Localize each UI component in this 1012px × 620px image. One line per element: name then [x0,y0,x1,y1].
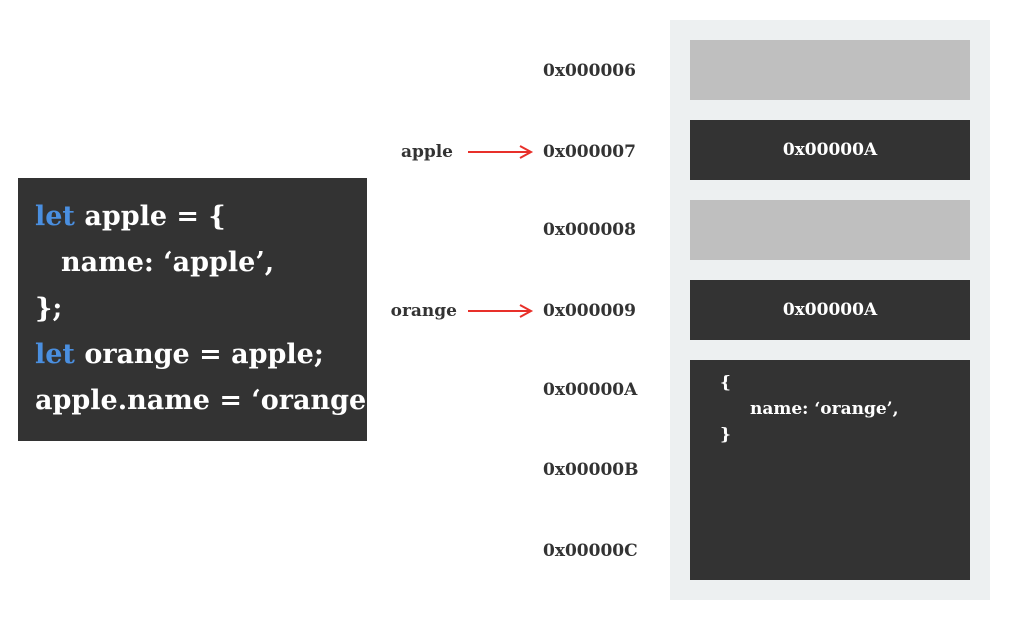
variable-label-orange: orange [390,301,457,321]
code-panel: let apple = { name: ‘apple’, }; let oran… [18,178,386,441]
object-property: name: ‘orange’, [750,399,899,419]
pointer-arrow-apple [468,145,534,159]
address-label: 0x00000A [543,380,638,400]
code-text: name: ‘apple’, [61,247,275,278]
code-text: }; [35,293,63,324]
code-text: orange = apple; [74,339,324,370]
pointer-arrow-orange [468,304,534,318]
object-close-brace: } [720,425,731,445]
code-text: apple = { [74,201,226,232]
address-label: 0x000009 [543,301,636,321]
code-line: let orange = apple; [35,332,367,378]
address-label: 0x00000C [543,541,638,561]
memory-panel: 0x00000A 0x00000A { name: ‘orange’, } [670,20,990,600]
address-label: 0x000008 [543,220,636,240]
memory-cell-reference: 0x00000A [690,280,970,340]
address-label: 0x000007 [543,142,636,162]
code-line: apple.name = ‘orange’; [35,378,386,424]
code-line: let apple = { [35,194,367,240]
memory-cell-empty [690,200,970,260]
code-line: name: ‘apple’, [35,240,367,286]
code-line: }; [35,286,367,332]
code-text: apple.name = ‘orange’; [35,385,386,416]
keyword-let: let [35,201,75,232]
variable-label-apple: apple [400,142,453,162]
keyword-let: let [35,339,75,370]
memory-cell-object: { name: ‘orange’, } [690,360,970,580]
memory-cell-reference: 0x00000A [690,120,970,180]
object-open-brace: { [720,373,731,393]
address-label: 0x00000B [543,460,639,480]
memory-cell-empty [690,40,970,100]
address-label: 0x000006 [543,61,636,81]
